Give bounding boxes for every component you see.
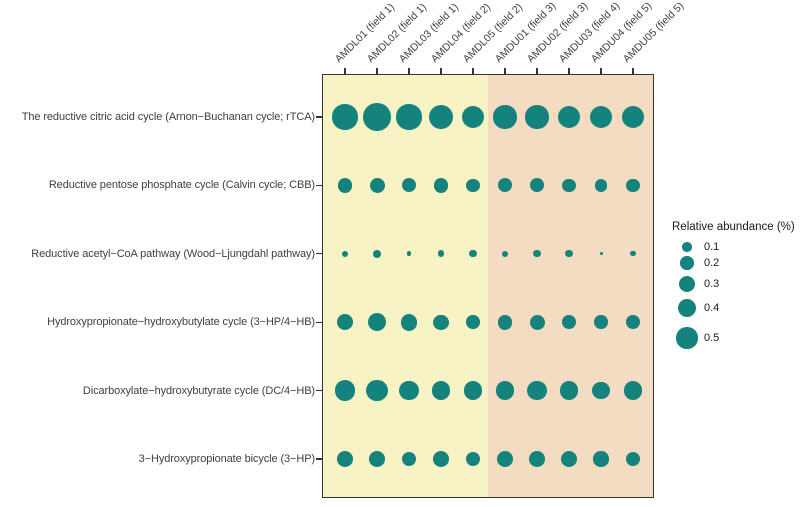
bubble	[342, 250, 348, 257]
bubble	[373, 249, 381, 258]
bubble	[497, 178, 513, 193]
bubble	[401, 178, 417, 193]
bubble	[401, 451, 417, 467]
bubble	[428, 104, 454, 130]
bubble	[594, 315, 608, 329]
bubble	[337, 451, 353, 467]
bubble	[493, 105, 517, 129]
row-label: Reductive pentose phosphate cycle (Calvi…	[48, 179, 315, 192]
bubble	[625, 315, 641, 330]
bubble	[497, 314, 513, 330]
bubble	[533, 250, 541, 258]
bubble	[557, 105, 581, 129]
bubble	[466, 315, 480, 329]
bubble	[495, 381, 515, 401]
column-tick	[568, 68, 570, 74]
row-label: Reductive acetyl−CoA pathway (Wood−Ljung…	[31, 247, 315, 260]
bubble	[433, 178, 449, 193]
legend-key-bubble	[682, 242, 692, 252]
bubble	[465, 451, 481, 467]
bubble	[561, 315, 577, 330]
bubble	[630, 251, 636, 257]
legend-key-bubble	[678, 275, 696, 293]
row-label: Dicarboxylate−hydroxybutyrate cycle (DC/…	[82, 384, 315, 397]
row-tick	[316, 389, 322, 392]
bubble	[527, 380, 547, 401]
bubble	[366, 379, 388, 402]
legend-value-label: 0.5	[704, 332, 720, 344]
row-tick	[316, 253, 322, 255]
bubble	[399, 380, 419, 401]
bubble	[565, 250, 573, 258]
bubble	[589, 105, 613, 129]
bubble	[466, 178, 480, 193]
legend-key-bubble	[680, 256, 694, 270]
column-tick	[536, 68, 538, 74]
legend-value-label: 0.1	[704, 241, 720, 253]
bubble	[461, 105, 485, 129]
bubble	[334, 380, 356, 401]
bubble	[525, 105, 549, 129]
bubble	[400, 313, 418, 331]
bubble	[332, 104, 358, 130]
row-tick	[316, 184, 322, 187]
row-tick	[316, 321, 322, 323]
row-label: Hydroxypropionate−hydroxybutylate cycle …	[47, 316, 315, 329]
bubble	[560, 450, 578, 468]
bubble	[469, 250, 477, 258]
column-tick	[504, 68, 506, 74]
bubble	[594, 179, 608, 192]
bubble	[626, 178, 640, 192]
legend-key-bubble	[676, 327, 698, 349]
column-tick	[408, 68, 410, 74]
amdl-group-background	[323, 75, 488, 497]
bubble	[406, 251, 412, 257]
bubble	[592, 381, 610, 400]
legend-key-bubble	[677, 298, 697, 318]
bubble	[559, 381, 579, 400]
legend-value-label: 0.3	[704, 278, 720, 290]
bubble	[368, 313, 386, 332]
bubble	[625, 451, 641, 467]
bubble	[599, 252, 603, 256]
bubble	[529, 178, 545, 193]
row-label: 3−Hydroxypropionate bicycle (3−HP)	[138, 453, 315, 465]
bubble	[621, 105, 645, 129]
legend-value-label: 0.4	[704, 302, 720, 314]
legend-value-label: 0.2	[704, 257, 720, 269]
bubble	[363, 103, 391, 131]
column-tick	[632, 68, 634, 74]
bubble	[433, 451, 449, 467]
bubble	[529, 314, 545, 330]
bubble	[562, 178, 576, 193]
bubble	[337, 178, 353, 193]
bubble	[623, 381, 643, 400]
row-label: The reductive citric acid cycle (Arnon−B…	[21, 111, 315, 123]
row-tick	[316, 116, 322, 118]
column-tick	[376, 68, 378, 74]
bubble	[437, 250, 445, 258]
bubble	[337, 314, 353, 331]
bubble	[529, 451, 545, 467]
column-tick	[344, 68, 346, 74]
legend-title: Relative abundance (%)	[672, 221, 795, 233]
bubble	[593, 451, 609, 467]
bubble	[463, 381, 483, 400]
bubble	[431, 381, 451, 400]
bubble	[433, 314, 449, 330]
bubble	[496, 450, 514, 468]
column-tick	[472, 68, 474, 74]
amdu-group-background	[488, 75, 653, 497]
bubble	[396, 104, 422, 130]
column-tick	[440, 68, 442, 74]
bubble	[502, 250, 508, 257]
bubble	[369, 177, 385, 193]
plot-panel	[322, 74, 654, 498]
row-tick	[316, 458, 322, 460]
bubble	[369, 451, 385, 467]
column-tick	[600, 68, 602, 74]
